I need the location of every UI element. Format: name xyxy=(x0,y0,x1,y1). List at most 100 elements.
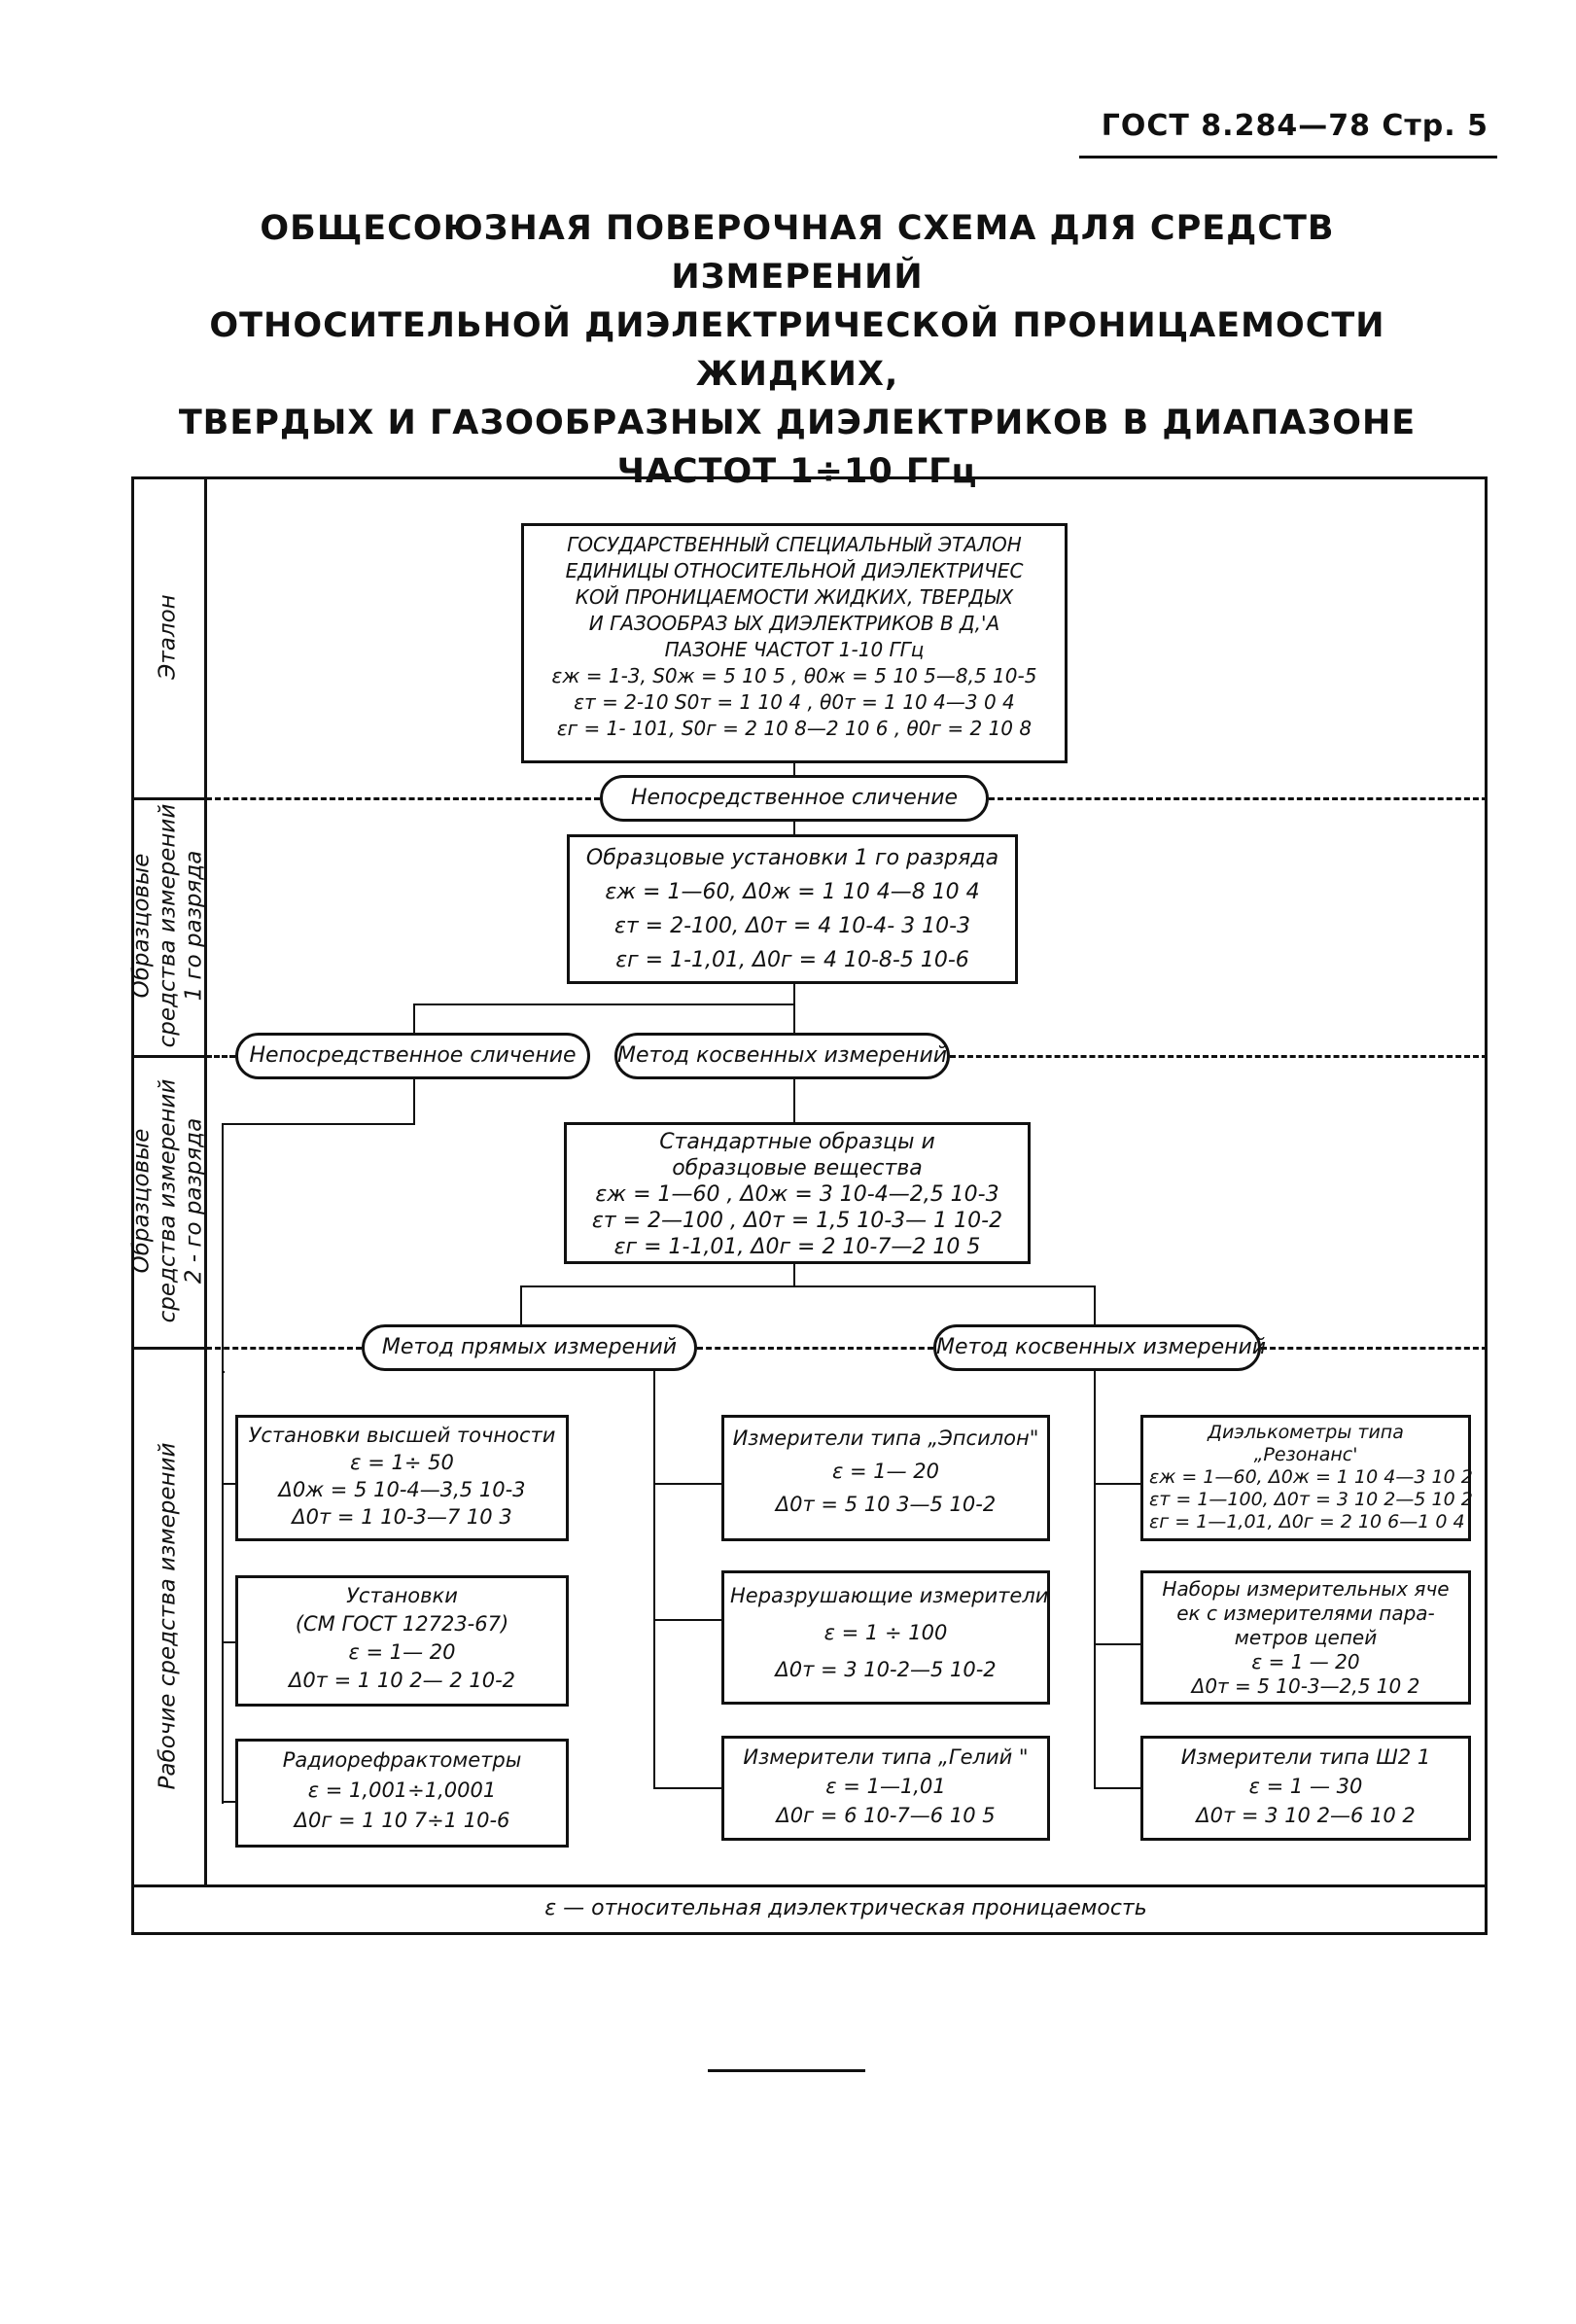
working-box-epsilon: Измерители типа „Эпсилон" ε = 1— 20 Δ0т … xyxy=(721,1415,1050,1541)
box-line: Неразрушающие измерители xyxy=(730,1584,1049,1607)
link-direct-comparison-2: Непосредственное сличение xyxy=(235,1033,590,1079)
connector-line xyxy=(653,1619,721,1621)
connector-line xyxy=(520,1285,1096,1287)
box-line: Δ0т = 1 10-3—7 10 3 xyxy=(292,1505,512,1529)
working-box-nondestructive: Неразрушающие измерители ε = 1 ÷ 100 Δ0т… xyxy=(721,1570,1050,1705)
connector-line xyxy=(222,1483,235,1485)
section-separator xyxy=(131,1055,204,1058)
end-rule xyxy=(708,2069,865,2072)
section-separator xyxy=(131,1347,204,1350)
connector-line xyxy=(222,1641,235,1643)
box-line: КОЙ ПРОНИЦАЕМОСТИ ЖИДКИХ, ТВЕРДЫХ xyxy=(575,585,1014,609)
title-line: ЧАСТОТ 1÷10 ГГц xyxy=(616,452,978,491)
section-separator xyxy=(131,797,204,800)
box-line: Установки высшей точности xyxy=(248,1424,556,1447)
box-line: Измерители типа Ш2 1 xyxy=(1180,1745,1431,1769)
section-label-working: Рабочие средства измерений xyxy=(156,1443,182,1790)
box-line: εж = 1—60, Δ0ж = 1 10 4—8 10 4 xyxy=(605,880,980,904)
connector-line xyxy=(1094,1643,1140,1645)
box-line: εт = 2-100, Δ0т = 4 10-4- 3 10-3 xyxy=(613,914,971,938)
box-line: Образцовые установки 1 го разряда xyxy=(585,846,999,870)
box-line: ЕДИНИЦЫ ОТНОСИТЕЛЬНОЙ ДИЭЛЕКТРИЧЕС xyxy=(565,559,1024,582)
scheme-frame xyxy=(131,476,1488,1935)
connector-line xyxy=(222,1123,415,1125)
header-rule xyxy=(1079,156,1497,158)
section-label-line: средства измерений xyxy=(155,1078,181,1323)
scheme-title: ОБЩЕСОЮЗНАЯ ПОВЕРОЧНАЯ СХЕМА ДЛЯ СРЕДСТВ… xyxy=(146,204,1449,496)
connector-line xyxy=(653,1369,655,1787)
section-label-obr1: Образцовые средства измерений 1 го разря… xyxy=(129,804,208,1048)
box-line: εт = 2-10 S0т = 1 10 4 , θ0т = 1 10 4—3 … xyxy=(574,690,1015,714)
connector-line xyxy=(653,1483,721,1485)
connector-line xyxy=(793,1079,795,1122)
box-line: образцовые вещества xyxy=(672,1156,923,1180)
section-label-obr2: Образцовые средства измерений 2 - го раз… xyxy=(129,1079,208,1323)
section-label-line: Рабочие средства измерений xyxy=(155,1442,181,1790)
obr2-box: Стандартные образцы и образцовые веществ… xyxy=(564,1122,1031,1264)
box-line: εж = 1—60 , Δ0ж = 3 10-4—2,5 10-3 xyxy=(595,1182,999,1207)
box-line: εт = 1—100, Δ0т = 3 10 2—5 10 2 xyxy=(1149,1489,1473,1510)
connector-line xyxy=(793,1264,795,1285)
box-line: Δ0т = 1 10 2— 2 10-2 xyxy=(288,1669,516,1692)
dashed-boundary xyxy=(206,1347,362,1350)
box-line: ПАЗОНЕ ЧАСТОТ 1-10 ГГц xyxy=(664,638,925,661)
link-direct-measurement: Метод прямых измерений xyxy=(362,1324,697,1371)
dashed-boundary xyxy=(206,797,600,800)
dashed-boundary xyxy=(206,1055,235,1058)
footnote: ε — относительная диэлектрическая прониц… xyxy=(544,1896,1147,1920)
box-line: εг = 1—1,01, Δ0г = 2 10 6—1 0 4 xyxy=(1149,1511,1465,1532)
dashed-boundary xyxy=(697,1347,933,1350)
box-line: Диэлькометры типа xyxy=(1208,1422,1404,1443)
box-line: εг = 1-1,01, Δ0г = 2 10-7—2 10 5 xyxy=(613,1235,981,1259)
section-label-line: Эталон xyxy=(155,594,181,680)
connector-line xyxy=(793,984,795,1004)
box-line: „Резонанс' xyxy=(1253,1444,1358,1465)
box-line: Δ0т = 3 10 2—6 10 2 xyxy=(1196,1804,1416,1827)
section-label-line: средства измерений xyxy=(155,803,181,1048)
box-line: ε = 1— 20 xyxy=(348,1640,456,1664)
working-box-sh2-1: Измерители типа Ш2 1 ε = 1 — 30 Δ0т = 3 … xyxy=(1140,1736,1471,1841)
box-line: εж = 1—60, Δ0ж = 1 10 4—3 10 2 xyxy=(1149,1466,1473,1488)
connector-line xyxy=(1094,1285,1096,1324)
box-line: Радиорефрактометры xyxy=(282,1748,522,1772)
box-line: ε = 1 — 30 xyxy=(1248,1775,1363,1798)
connector-line xyxy=(222,1801,235,1803)
box-line: εг = 1-1,01, Δ0г = 4 10-8-5 10-6 xyxy=(615,948,969,972)
section-label-line: Образцовые xyxy=(128,853,155,999)
link-direct-comparison-1: Непосредственное сличение xyxy=(600,775,989,822)
connector-line xyxy=(413,1004,415,1033)
etalon-box: ГОСУДАРСТВЕННЫЙ СПЕЦИАЛЬНЫЙ ЭТАЛОН ЕДИНИ… xyxy=(521,523,1068,763)
connector-line xyxy=(793,821,795,834)
connector-line xyxy=(793,1004,795,1033)
connector-line xyxy=(224,1371,225,1373)
box-line: Измерители типа „Эпсилон" xyxy=(732,1426,1039,1450)
connector-line xyxy=(413,1079,415,1123)
box-line: ε = 1÷ 50 xyxy=(350,1451,454,1474)
dashed-boundary xyxy=(1261,1347,1488,1350)
box-line: (СМ ГОСТ 12723-67) xyxy=(295,1612,509,1636)
box-line: Δ0т = 5 10-3—2,5 10 2 xyxy=(1191,1674,1420,1698)
connector-line xyxy=(413,1004,795,1005)
box-line: Δ0т = 5 10 3—5 10-2 xyxy=(775,1493,997,1516)
box-line: Δ0г = 1 10 7÷1 10-6 xyxy=(294,1809,510,1832)
section-label-etalon: Эталон xyxy=(156,594,182,679)
connector-line xyxy=(520,1285,522,1324)
connector-line xyxy=(222,1123,224,1804)
box-line: ε = 1,001÷1,0001 xyxy=(307,1778,497,1802)
box-line: Измерители типа „Гелий " xyxy=(743,1745,1029,1769)
box-line: εж = 1-3, S0ж = 5 10 5 , θ0ж = 5 10 5—8,… xyxy=(551,664,1037,687)
title-line: ОБЩЕСОЮЗНАЯ ПОВЕРОЧНАЯ СХЕМА ДЛЯ СРЕДСТВ… xyxy=(260,209,1335,297)
obr1-box: Образцовые установки 1 го разряда εж = 1… xyxy=(567,834,1018,984)
box-line: ек с измерителями пара- xyxy=(1176,1602,1435,1625)
box-line: Δ0т = 3 10-2—5 10-2 xyxy=(775,1658,997,1681)
left-column-divider xyxy=(204,476,207,1886)
connector-line xyxy=(793,763,795,775)
dashed-boundary xyxy=(989,797,1488,800)
working-box-radiorefractometers: Радиорефрактометры ε = 1,001÷1,0001 Δ0г … xyxy=(235,1739,569,1848)
box-line: Δ0г = 6 10-7—6 10 5 xyxy=(776,1804,996,1827)
dashed-boundary xyxy=(950,1055,1488,1058)
document-reference: ГОСТ 8.284—78 Стр. 5 xyxy=(1101,109,1488,143)
working-box-helium: Измерители типа „Гелий " ε = 1—1,01 Δ0г … xyxy=(721,1736,1050,1841)
title-line: ОТНОСИТЕЛЬНОЙ ДИЭЛЕКТРИЧЕСКОЙ ПРОНИЦАЕМО… xyxy=(209,306,1385,394)
box-line: εг = 1- 101, S0г = 2 10 8—2 10 6 , θ0г =… xyxy=(556,717,1033,740)
